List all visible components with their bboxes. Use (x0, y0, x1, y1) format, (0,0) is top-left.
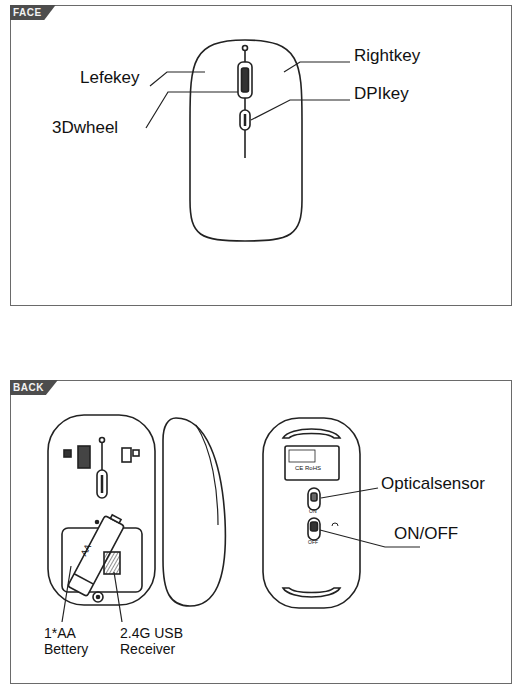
panel-tab: FACE (10, 5, 56, 20)
leader-line (146, 92, 238, 128)
leader-line (284, 62, 350, 72)
mouse-bottom-view (93, 592, 103, 602)
part-label: 1*AA Bettery (44, 625, 106, 657)
part-label: 2.4G USB Receiver (120, 625, 192, 657)
part-label: DPIkey (354, 84, 409, 104)
leader-line (321, 488, 378, 498)
part-label: Rightkey (354, 46, 420, 66)
part-label: OFF (308, 540, 318, 546)
leader-line (251, 100, 350, 120)
mouse-underside (311, 522, 318, 531)
leader-line (150, 72, 205, 86)
panel-frame: FACE (10, 5, 512, 306)
mouse-underside (263, 418, 360, 608)
mouse-side-view (163, 418, 225, 606)
part-label: Lefekey (80, 68, 140, 88)
mouse-bottom-view (122, 448, 131, 462)
mouse-top-view (244, 130, 246, 158)
mouse-bottom-view (104, 552, 120, 574)
mouse-underside (308, 518, 320, 540)
panel-tab: BACK (10, 380, 58, 395)
leader-line (114, 572, 122, 622)
mouse-underside (289, 450, 315, 462)
mouse-underside (283, 588, 340, 597)
mouse-underside (283, 429, 340, 438)
mouse-bottom-view (101, 475, 104, 493)
mouse-underside (285, 446, 339, 480)
mouse-bottom-view (48, 415, 155, 605)
mouse-bottom-view (78, 446, 90, 468)
mouse-bottom-view (96, 521, 99, 524)
mouse-bottom-view (48, 415, 155, 605)
mouse-top-view (244, 114, 247, 126)
mouse-top-view (190, 40, 302, 241)
part-label: Opticalsensor (381, 474, 485, 494)
mouse-bottom-view (110, 515, 121, 523)
leader-line (146, 62, 350, 128)
mouse-bottom-view (100, 438, 105, 443)
part-label: ON/OFF (394, 524, 458, 544)
mouse-bottom-view (97, 470, 107, 498)
part-label: 3Dwheel (52, 118, 118, 138)
mouse-bottom-view (74, 574, 93, 584)
mouse-side-view (163, 418, 225, 606)
mouse-underside (311, 493, 317, 501)
mouse-bottom-view (68, 512, 127, 596)
leader-line (62, 566, 71, 622)
part-label: AA (79, 542, 94, 557)
mouse-underside (263, 418, 360, 608)
mouse-top-view (243, 46, 248, 51)
mouse-underside (332, 523, 338, 526)
mouse-bottom-view (133, 450, 139, 456)
mouse-bottom-view (64, 450, 71, 457)
mouse-top-view (190, 40, 302, 241)
mouse-bottom-view (97, 596, 100, 599)
mouse-underside (308, 488, 320, 510)
mouse-bottom-view (101, 443, 103, 470)
mouse-top-view (240, 110, 250, 130)
mouse-top-view (244, 98, 246, 110)
mouse-top-view (242, 68, 249, 92)
mouse-top-view (244, 51, 246, 62)
leader-line (62, 488, 420, 622)
mouse-side-view (196, 425, 218, 525)
mouse-top-view (238, 62, 252, 98)
part-label: ON (309, 509, 317, 515)
part-label: CE RoHS (295, 465, 321, 472)
